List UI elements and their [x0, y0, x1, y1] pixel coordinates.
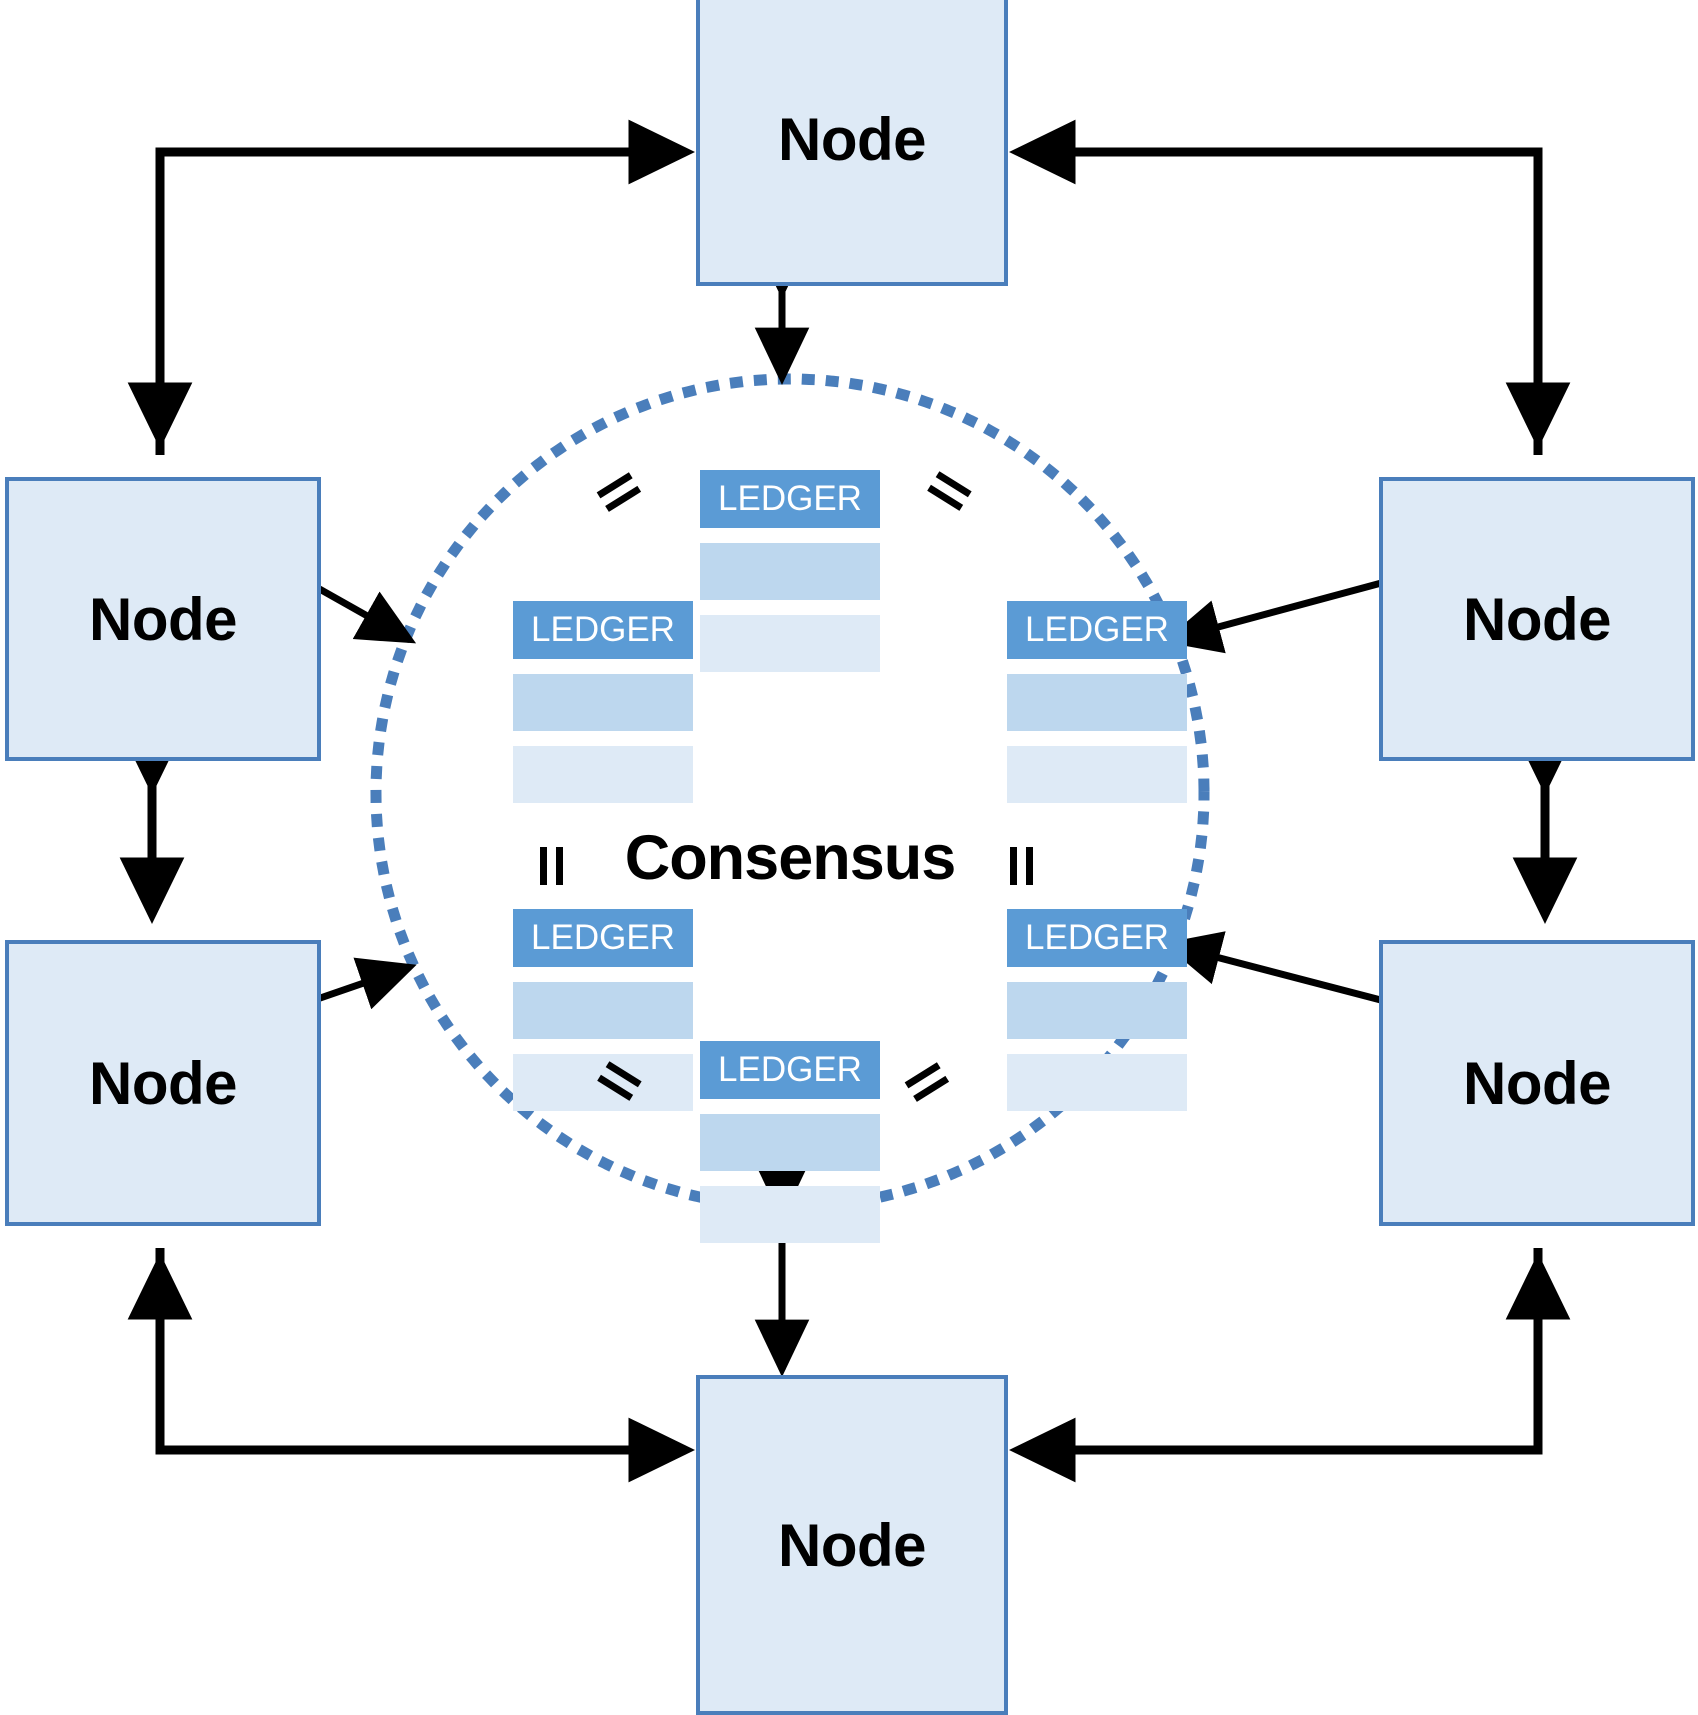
- ledger-row-2: [700, 615, 880, 672]
- link-rightdn-to-bottom: [1009, 1248, 1571, 1483]
- node-label: Node: [778, 1511, 927, 1579]
- link-rightdn-consensus: [1163, 931, 1456, 1045]
- node-box-top[interactable]: Node: [696, 0, 1008, 286]
- ledger-row-1: [513, 982, 693, 1039]
- ledger-header: LEDGER: [513, 601, 693, 659]
- node-box-bottom[interactable]: Node: [696, 1375, 1008, 1715]
- ledger-card-right-upper[interactable]: LEDGER: [1007, 601, 1187, 803]
- ledger-row-1: [1007, 674, 1187, 731]
- node-box-left-lower[interactable]: Node: [5, 940, 321, 1226]
- link-rightup-to-top: [1009, 119, 1571, 455]
- node-box-right-upper[interactable]: Node: [1379, 477, 1695, 761]
- ledger-row-2: [1007, 1054, 1187, 1111]
- ledger-card-top[interactable]: LEDGER: [700, 470, 880, 672]
- node-label: Node: [778, 105, 927, 173]
- ledger-row-1: [513, 674, 693, 731]
- node-label: Node: [1463, 1049, 1612, 1117]
- ledger-row-1: [700, 1114, 880, 1171]
- consensus-label: Consensus: [624, 823, 957, 893]
- ledger-header: LEDGER: [700, 470, 880, 528]
- ledger-row-2: [1007, 746, 1187, 803]
- node-label: Node: [89, 585, 238, 653]
- ledger-header: LEDGER: [1007, 909, 1187, 967]
- ledger-row-2: [700, 1186, 880, 1243]
- node-box-left-upper[interactable]: Node: [5, 477, 321, 761]
- ledger-card-left-upper[interactable]: LEDGER: [513, 601, 693, 803]
- ledger-card-bottom[interactable]: LEDGER: [700, 1041, 880, 1243]
- ledger-card-right-lower[interactable]: LEDGER: [1007, 909, 1187, 1111]
- node-label: Node: [1463, 585, 1612, 653]
- link-rightup-consensus: [1163, 538, 1456, 654]
- link-leftdn-to-bottom: [127, 1248, 695, 1483]
- ledger-card-left-lower[interactable]: LEDGER: [513, 909, 693, 1111]
- ledger-header: LEDGER: [700, 1041, 880, 1099]
- link-leftup-to-top: [127, 119, 695, 455]
- ledger-header: LEDGER: [513, 909, 693, 967]
- ledger-header: LEDGER: [1007, 601, 1187, 659]
- ledger-row-1: [700, 543, 880, 600]
- ledger-row-1: [1007, 982, 1187, 1039]
- node-box-right-lower[interactable]: Node: [1379, 940, 1695, 1226]
- ledger-row-2: [513, 746, 693, 803]
- node-label: Node: [89, 1049, 238, 1117]
